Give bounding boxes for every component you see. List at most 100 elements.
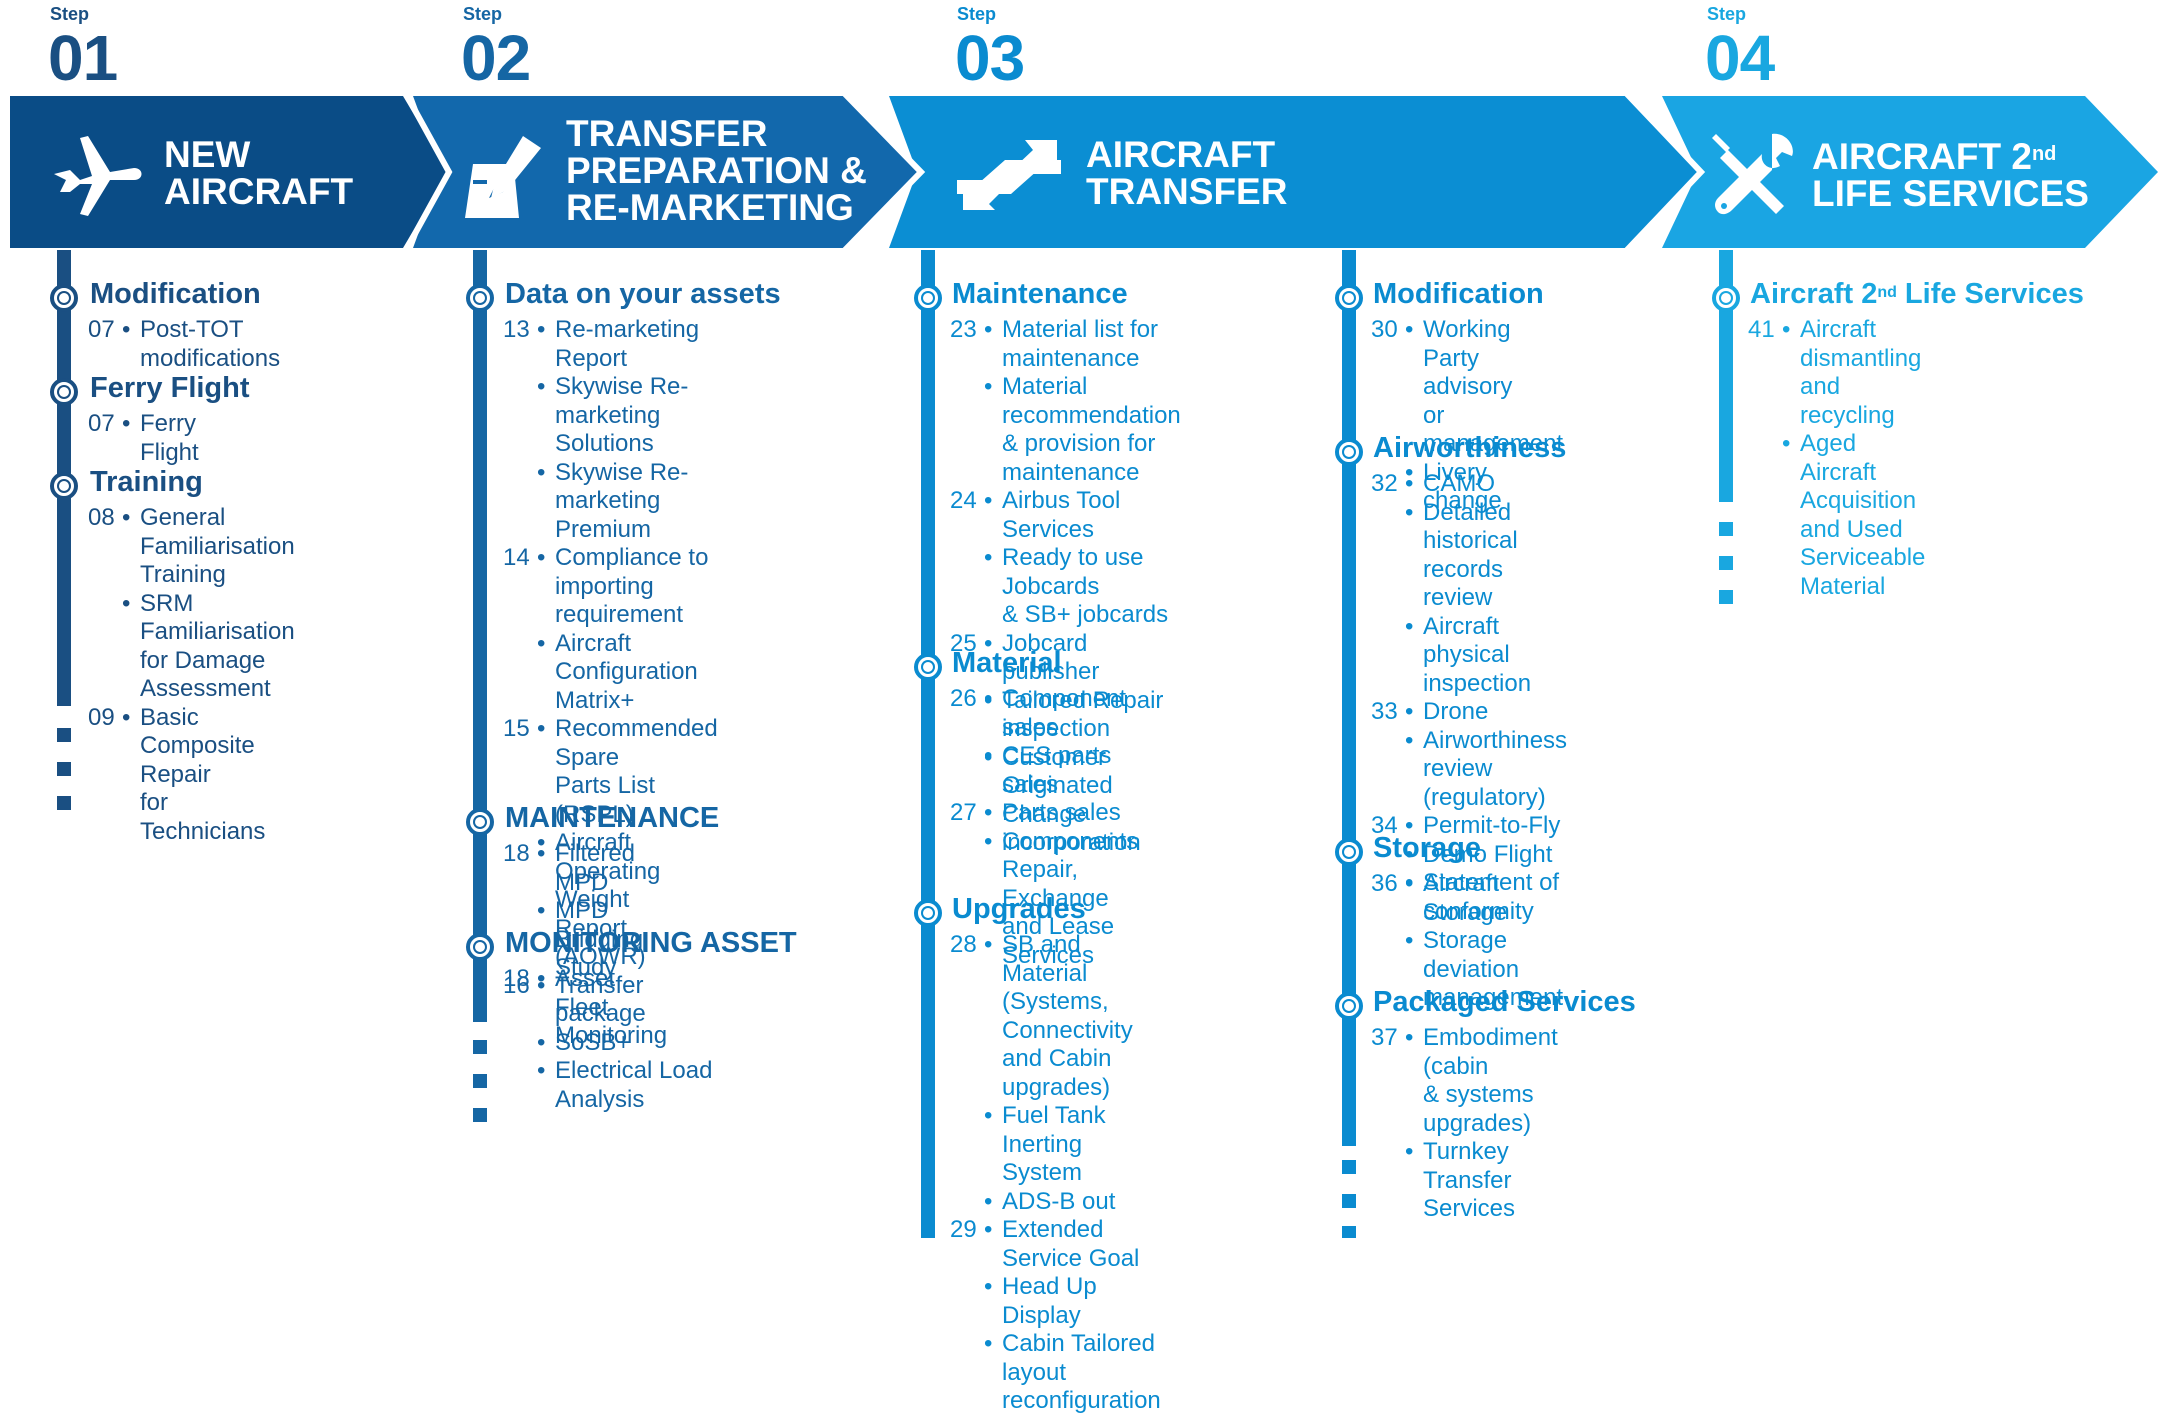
transfer-arrows-icon (957, 140, 1061, 210)
service-list: 41•Aircraft dismantling and recycling•Ag… (1748, 316, 1925, 601)
step-1-label: Step (50, 4, 90, 24)
service-text: Embodiment (cabin & systems upgrades) (1423, 1024, 1558, 1137)
service-item: •CES parts sales (950, 742, 1138, 799)
service-item: 23•Material list for maintenance (950, 316, 1181, 373)
service-text: MPD Bridging Study (555, 897, 644, 981)
catalogue-number: 32 (1371, 470, 1398, 497)
service-text: Re-marketing Report (555, 316, 700, 372)
continuation-marker (473, 1074, 487, 1088)
catalogue-number: 18 (503, 840, 530, 867)
bullet: • (122, 703, 131, 731)
timeline-node (914, 899, 942, 927)
step-4-number: 04 (1705, 22, 1775, 94)
bullet: • (537, 544, 546, 571)
service-text: Ferry Flight (140, 410, 199, 466)
timeline-node (50, 378, 78, 406)
step-4-label: Step (1707, 4, 1747, 24)
bullet: • (122, 410, 131, 437)
service-text: SoSB+ (555, 1028, 631, 1056)
bullet: • (1405, 498, 1414, 526)
catalogue-number: 26 (950, 685, 977, 712)
catalogue-number: 18 (503, 965, 530, 992)
bullet: • (984, 685, 993, 712)
service-item: 36•Aircraft Storage (1371, 870, 1563, 927)
bullet: • (1405, 1024, 1414, 1051)
continuation-marker (1342, 1194, 1356, 1208)
bullet: • (1405, 316, 1414, 343)
bullet: • (984, 686, 993, 714)
section-title: Maintenance (952, 278, 1128, 310)
section-title: Ferry Flight (90, 372, 250, 404)
step-2-number: 02 (461, 22, 531, 94)
service-text: Working Party advisory or management (1423, 316, 1564, 457)
step-2-title: TRANSFER PREPARATION & RE-MARKETING (566, 113, 867, 228)
bullet: • (984, 1187, 993, 1215)
service-item: •Storage deviation management (1371, 927, 1563, 1013)
section-title: Packaged Services (1373, 986, 1636, 1018)
service-text: Filtered MPD (555, 840, 636, 896)
bullet: • (537, 897, 546, 924)
service-text: Aircraft dismantling and recycling (1800, 316, 1922, 429)
bullet: • (984, 743, 993, 771)
bullet: • (984, 487, 993, 514)
timeline-node (466, 933, 494, 961)
service-text: Recommended Spare Parts List (RSPL) (555, 715, 718, 828)
tools-icon (1712, 133, 1793, 215)
service-item: •Detailed historical records review (1371, 499, 1567, 613)
continuation-marker (1719, 590, 1733, 604)
bullet: • (537, 840, 546, 867)
bullet: • (537, 965, 546, 992)
service-item: 34•Permit-to-Fly (1371, 812, 1567, 841)
continuation-marker (57, 728, 71, 742)
catalogue-number: 28 (950, 931, 977, 958)
timeline-node (50, 472, 78, 500)
bullet: • (1782, 316, 1791, 343)
service-item: •SRM Familiarisation for Damage Assessme… (88, 590, 295, 704)
service-item: •Skywise Re-marketing Premium (503, 459, 718, 545)
catalogue-number: 36 (1371, 870, 1398, 897)
bullet: • (1405, 927, 1414, 954)
timeline-node (1335, 438, 1363, 466)
service-list: 18 • Filtered MPD • MPD Bridging Study (503, 840, 643, 983)
bullet: • (1405, 870, 1414, 897)
service-item: •Head Up Display (950, 1273, 1161, 1330)
timeline-node (1712, 284, 1740, 312)
service-item: 29•Extended Service Goal (950, 1216, 1161, 1273)
service-item: •Material recommendation & provision for… (950, 373, 1181, 487)
timeline-node (466, 284, 494, 312)
service-item: •ADS-B out (950, 1188, 1161, 1217)
catalogue-number: 34 (1371, 812, 1398, 839)
service-item: •Customer Originated Change incorporatio… (950, 744, 1181, 858)
service-text: Asset Fleet Monitoring (555, 965, 668, 1049)
service-text: Component sales (1002, 685, 1127, 741)
service-item: •Statement of conformity (1371, 869, 1567, 926)
section-title: Modification (90, 278, 261, 310)
bullet: • (984, 1102, 993, 1129)
section-title: Data on your assets (505, 278, 781, 310)
step-4-timeline (1719, 250, 1733, 502)
step-1-title: NEW AIRCRAFT (164, 134, 354, 212)
service-item: •Aircraft Operating Weight Report (AOWR) (503, 829, 718, 972)
step-1-number: 01 (48, 22, 118, 94)
service-item: 30 • Working Party advisory or management (1371, 316, 1563, 459)
bullet: • (537, 629, 546, 657)
bullet: • (984, 373, 993, 400)
service-item: 41•Aircraft dismantling and recycling (1748, 316, 1925, 430)
service-item: 28•SB and Material (Systems, Connectivit… (950, 931, 1161, 1102)
bullet: • (122, 504, 131, 531)
catalogue-number: 15 (503, 715, 530, 742)
bullet: • (537, 458, 546, 486)
service-item: •Skywise Re-marketing Solutions (503, 373, 718, 459)
bullet: • (984, 316, 993, 343)
continuation-marker (1719, 556, 1733, 570)
section-title: Training (90, 466, 203, 498)
catalogue-number: 30 (1371, 316, 1398, 343)
service-text: Jobcard publisher (1002, 629, 1100, 686)
service-text: CAMO (1423, 470, 1495, 497)
step-1-banner (10, 96, 448, 248)
step-3-timeline-b (1342, 250, 1356, 1146)
step-banner (10, 96, 2158, 251)
service-item: •Livery change (1371, 459, 1563, 516)
service-list: 28•SB and Material (Systems, Connectivit… (950, 931, 1161, 1416)
service-text: Demo Flight (1423, 840, 1553, 868)
